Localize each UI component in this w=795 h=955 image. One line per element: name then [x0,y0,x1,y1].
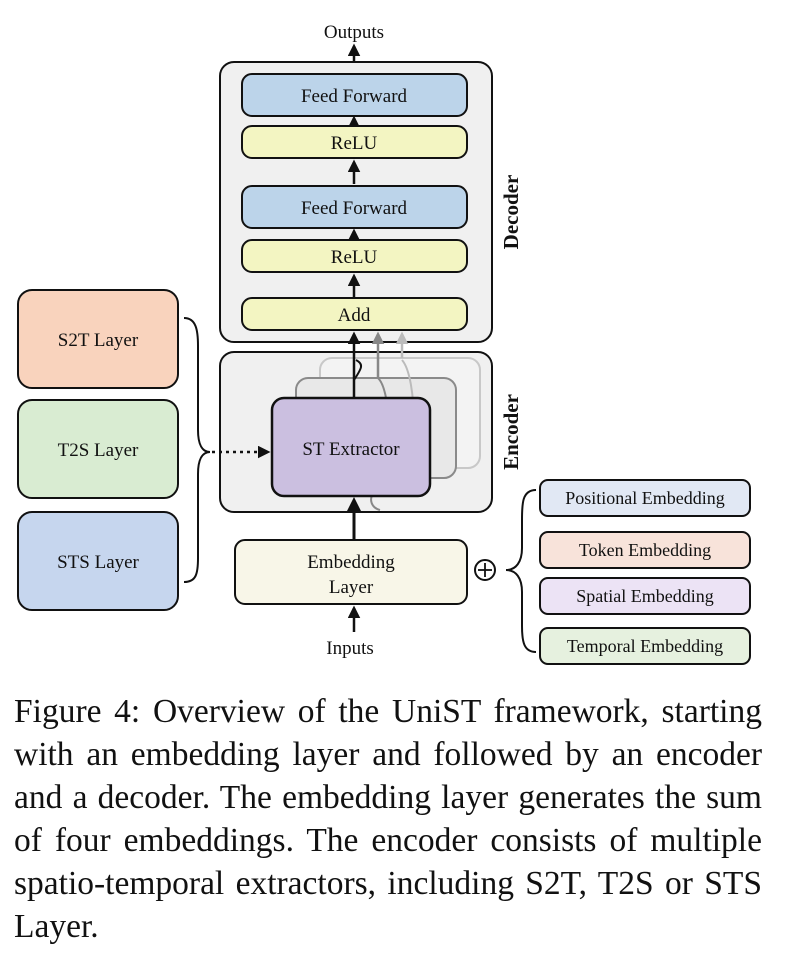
embeddings-brace [505,489,537,653]
relu-label-top: ReLU [331,133,378,154]
sts-layer-label: STS Layer [57,552,139,573]
add-block [241,297,468,331]
s2t-layer-box [17,289,179,389]
st-extractor-label: ST Extractor [302,439,400,460]
temporal-embedding-label: Temporal Embedding [567,636,723,656]
encoder-title: Encoder [499,394,523,470]
feed-forward-block-bottom [241,185,468,229]
token-embedding-box [539,531,751,569]
embedding-layer-label-line1: Embedding [307,552,395,573]
figure-caption: Figure 4: Overview of the UniST framewor… [14,693,762,945]
temporal-embedding-box [539,627,751,665]
embedding-layer-box [234,539,468,605]
spatial-embedding-label: Spatial Embedding [576,586,713,606]
add-label: Add [338,305,371,326]
embedding-layer-label-line2: Layer [329,577,374,598]
sts-layer-box [17,511,179,611]
s2t-layer-label: S2T Layer [58,330,139,351]
relu-block-top [241,125,468,159]
relu-block-bottom [241,239,468,273]
spatial-embedding-box [539,577,751,615]
relu-label-bottom: ReLU [331,247,378,268]
layers-brace [183,317,211,583]
extractor-loop [353,359,362,381]
decoder-title: Decoder [499,175,523,250]
positional-embedding-label: Positional Embedding [565,488,725,508]
token-embedding-label: Token Embedding [579,540,711,560]
inputs-label: Inputs [326,638,374,659]
t2s-layer-label: T2S Layer [58,440,139,461]
st-extractor-box [270,396,432,498]
positional-embedding-box [539,479,751,517]
unist-framework-diagram: Outputs Decoder Feed Forward ReLU Feed F… [17,22,751,665]
t2s-layer-box [17,399,179,499]
feed-forward-label-top: Feed Forward [301,86,408,107]
outputs-label: Outputs [324,22,384,43]
feed-forward-label-bottom: Feed Forward [301,198,408,219]
